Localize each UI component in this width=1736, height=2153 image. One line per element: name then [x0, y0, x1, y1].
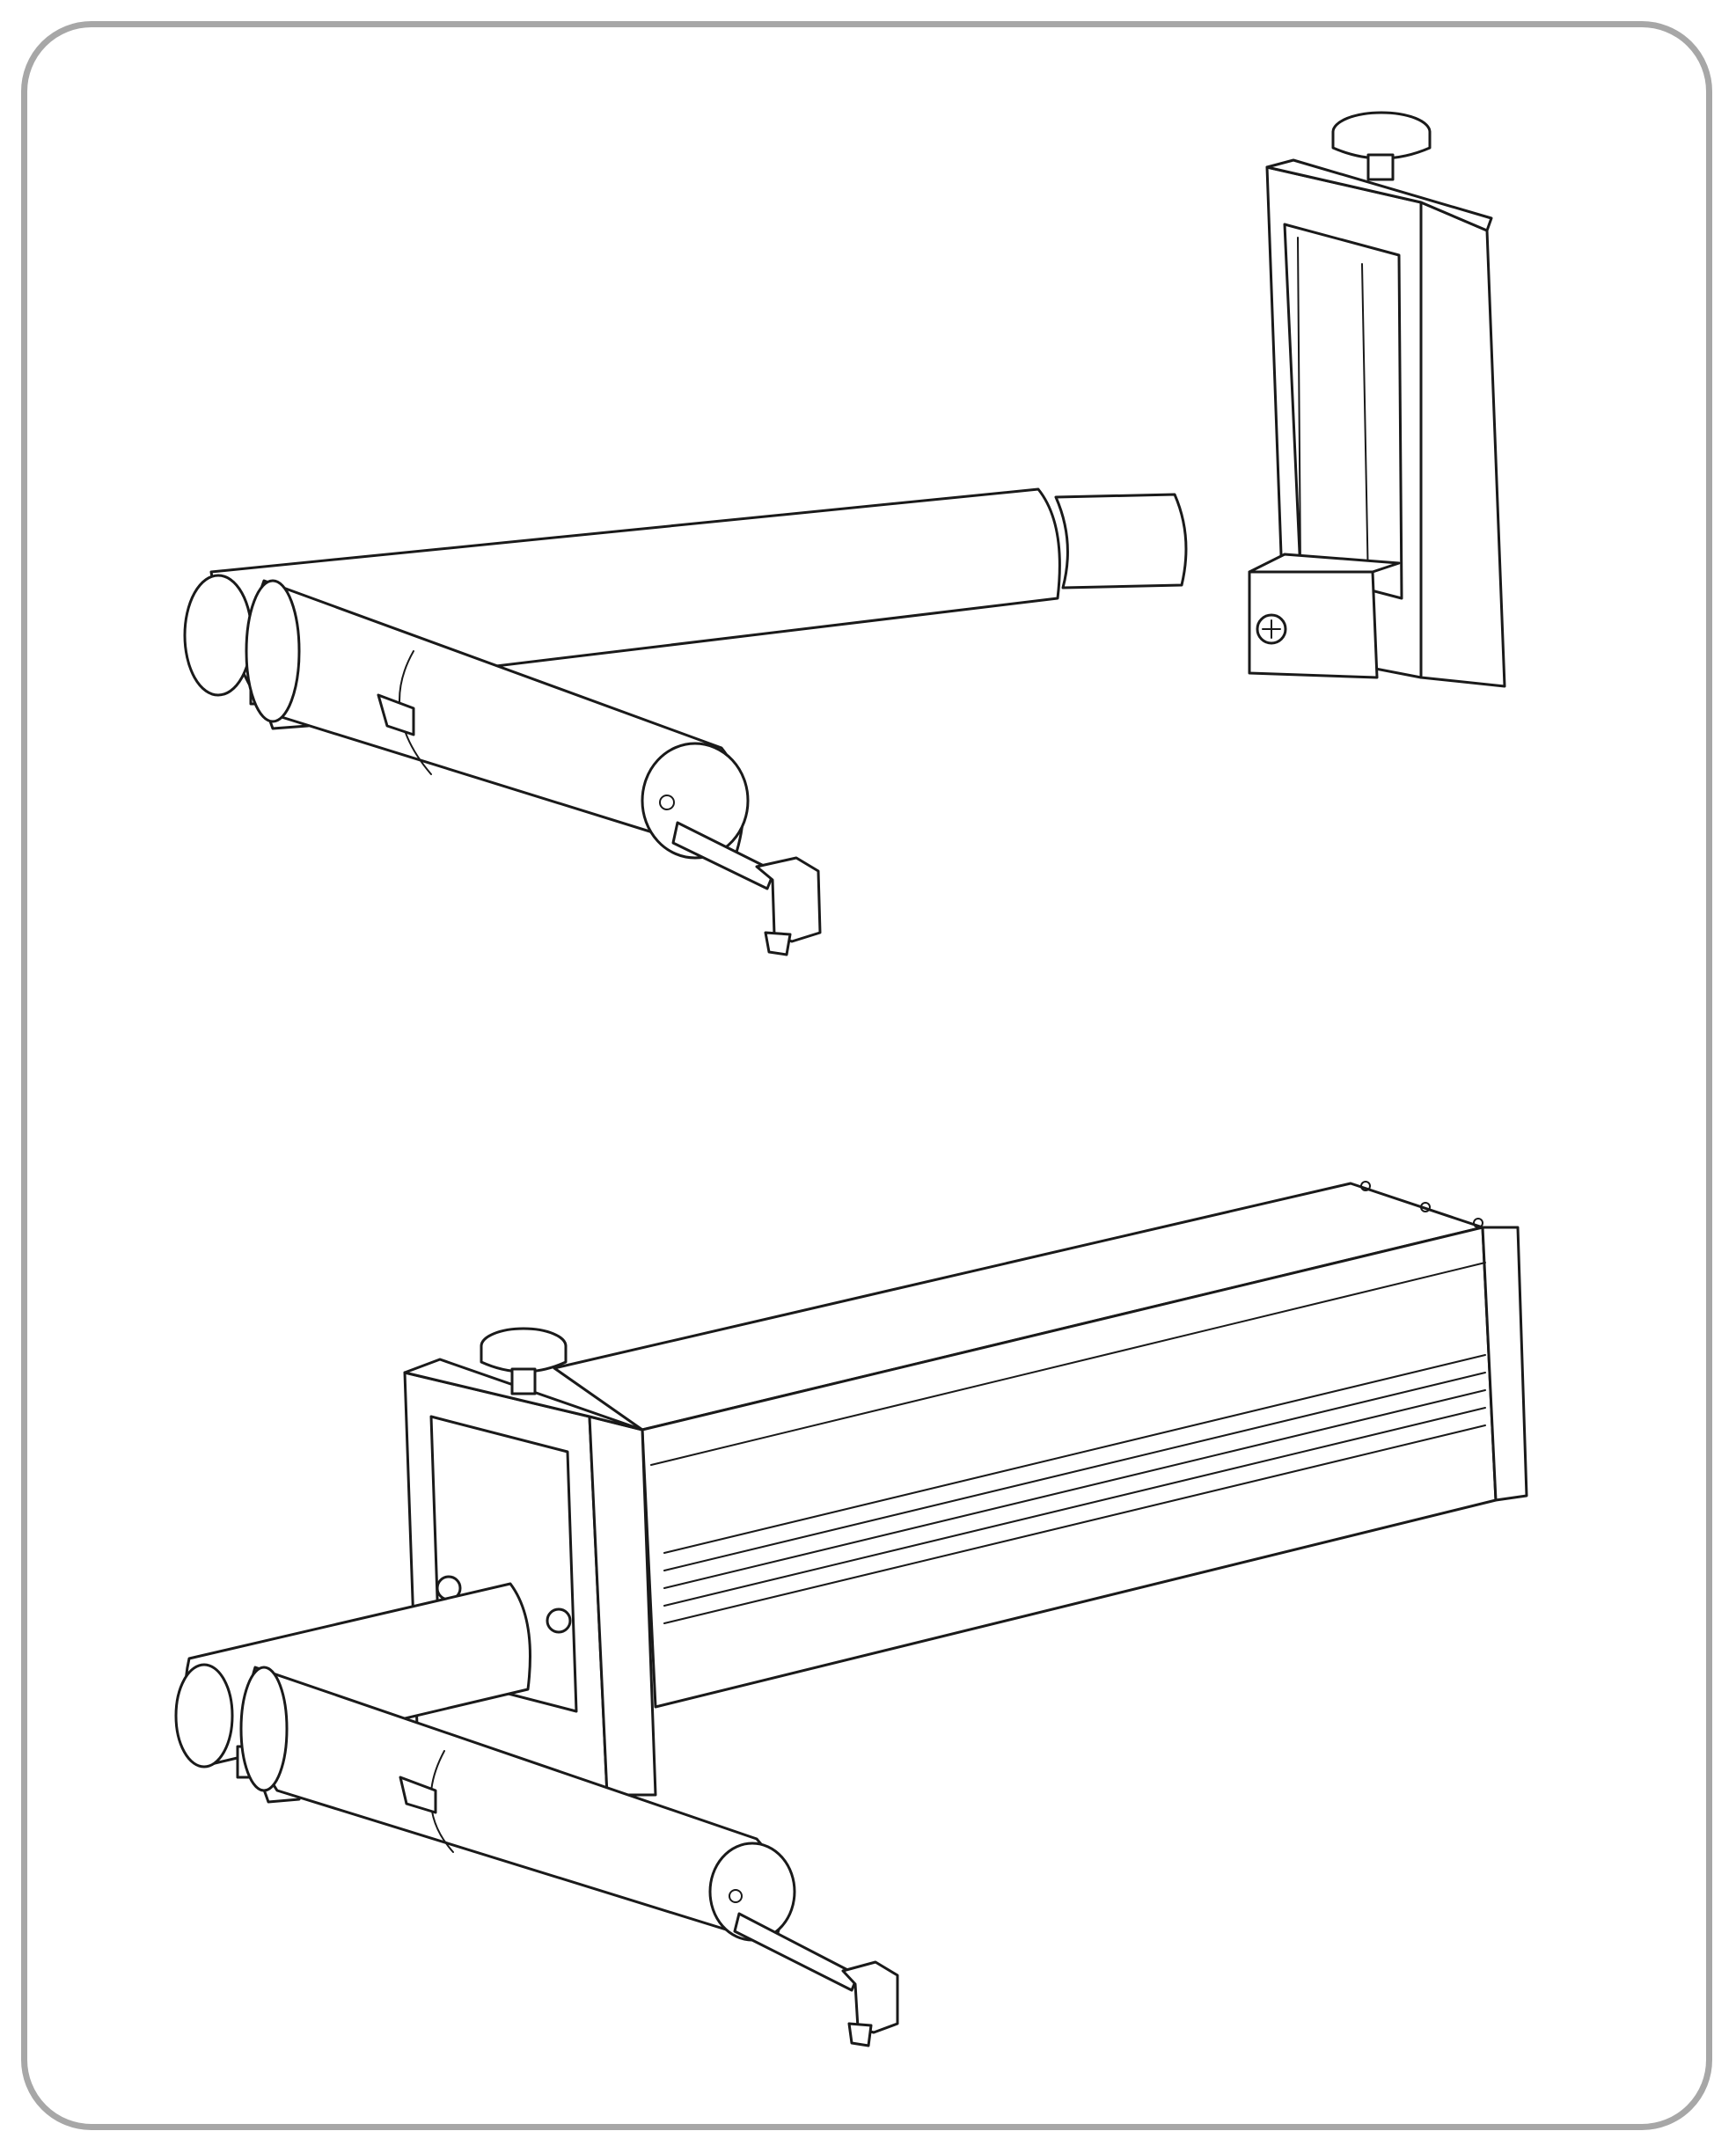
- assembled-stylus-shaft: [733, 1912, 860, 1992]
- clamp-window-edge: [1297, 237, 1301, 568]
- stylus-shaft: [671, 821, 776, 890]
- groove-line: [650, 1262, 1486, 1466]
- assembled-rod-cap: [174, 1663, 234, 1769]
- assembled-slot-notch: [399, 1776, 437, 1814]
- mounting-clamp: [1248, 111, 1506, 688]
- rod-end-cap: [183, 574, 253, 697]
- clamp-window: [1283, 223, 1403, 600]
- probe-arm-assembly: [183, 487, 1188, 956]
- assembled-stylus-tip: [841, 1960, 899, 2034]
- slot-notch: [377, 693, 415, 736]
- diagonal-cylinder-front: [245, 579, 301, 723]
- clamp-window-inner: [1361, 263, 1369, 586]
- mount-hole: [1420, 1202, 1431, 1212]
- groove-line: [663, 1424, 1486, 1624]
- assembled-pin-hole: [729, 1889, 743, 1903]
- clamp-screw-slot: [1262, 619, 1281, 639]
- pin-hole: [659, 795, 675, 810]
- groove-line: [663, 1372, 1486, 1571]
- housing-screw-icon: [546, 1607, 572, 1634]
- stylus-tip: [755, 856, 822, 943]
- clamp-screw-stem: [1366, 153, 1395, 181]
- mount-hole: [1473, 1218, 1483, 1228]
- cylinder-end-disc: [641, 742, 750, 860]
- assembled-stylus-foot: [847, 2022, 873, 2047]
- housing-end-cap: [1481, 1226, 1528, 1502]
- clamp-lower-block-top: [1248, 553, 1401, 574]
- groove-line: [663, 1389, 1486, 1589]
- rod-end-shaft: [1054, 493, 1188, 590]
- clamp-frame-top: [1265, 158, 1493, 232]
- groove-line: [663, 1407, 1486, 1607]
- mount-hole: [1360, 1181, 1371, 1191]
- sensor-housing-with-arm: [174, 1181, 1528, 2047]
- housing-knob-stem: [510, 1367, 537, 1395]
- groove-line: [663, 1354, 1486, 1554]
- assembled-cylinder-front: [239, 1666, 289, 1792]
- stylus-tip-foot: [764, 931, 792, 956]
- clamp-frame-side: [1419, 201, 1506, 688]
